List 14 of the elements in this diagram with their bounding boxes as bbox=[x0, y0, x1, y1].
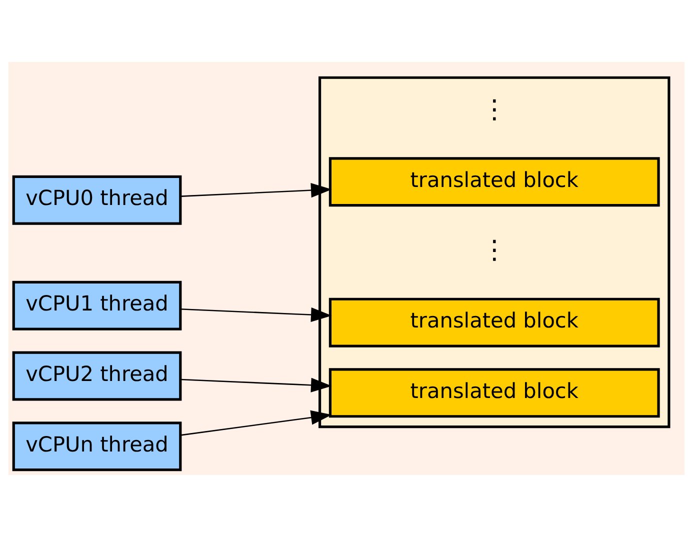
node-box: translated block bbox=[328, 156, 660, 206]
node-box: vCPUn thread bbox=[12, 421, 182, 471]
arrow bbox=[180, 306, 332, 322]
label: ⋮ bbox=[481, 235, 508, 266]
node-box: vCPU0 thread bbox=[12, 174, 182, 224]
arrow bbox=[180, 410, 332, 436]
arrow bbox=[180, 377, 332, 392]
node-box: translated block bbox=[328, 297, 660, 347]
node-box: translated block bbox=[328, 368, 660, 418]
node-box: vCPU2 thread bbox=[12, 350, 182, 400]
cluster bbox=[318, 76, 670, 428]
label: ⋮ bbox=[481, 94, 508, 125]
arrow bbox=[180, 182, 332, 198]
node-box: vCPU1 thread bbox=[12, 280, 182, 330]
